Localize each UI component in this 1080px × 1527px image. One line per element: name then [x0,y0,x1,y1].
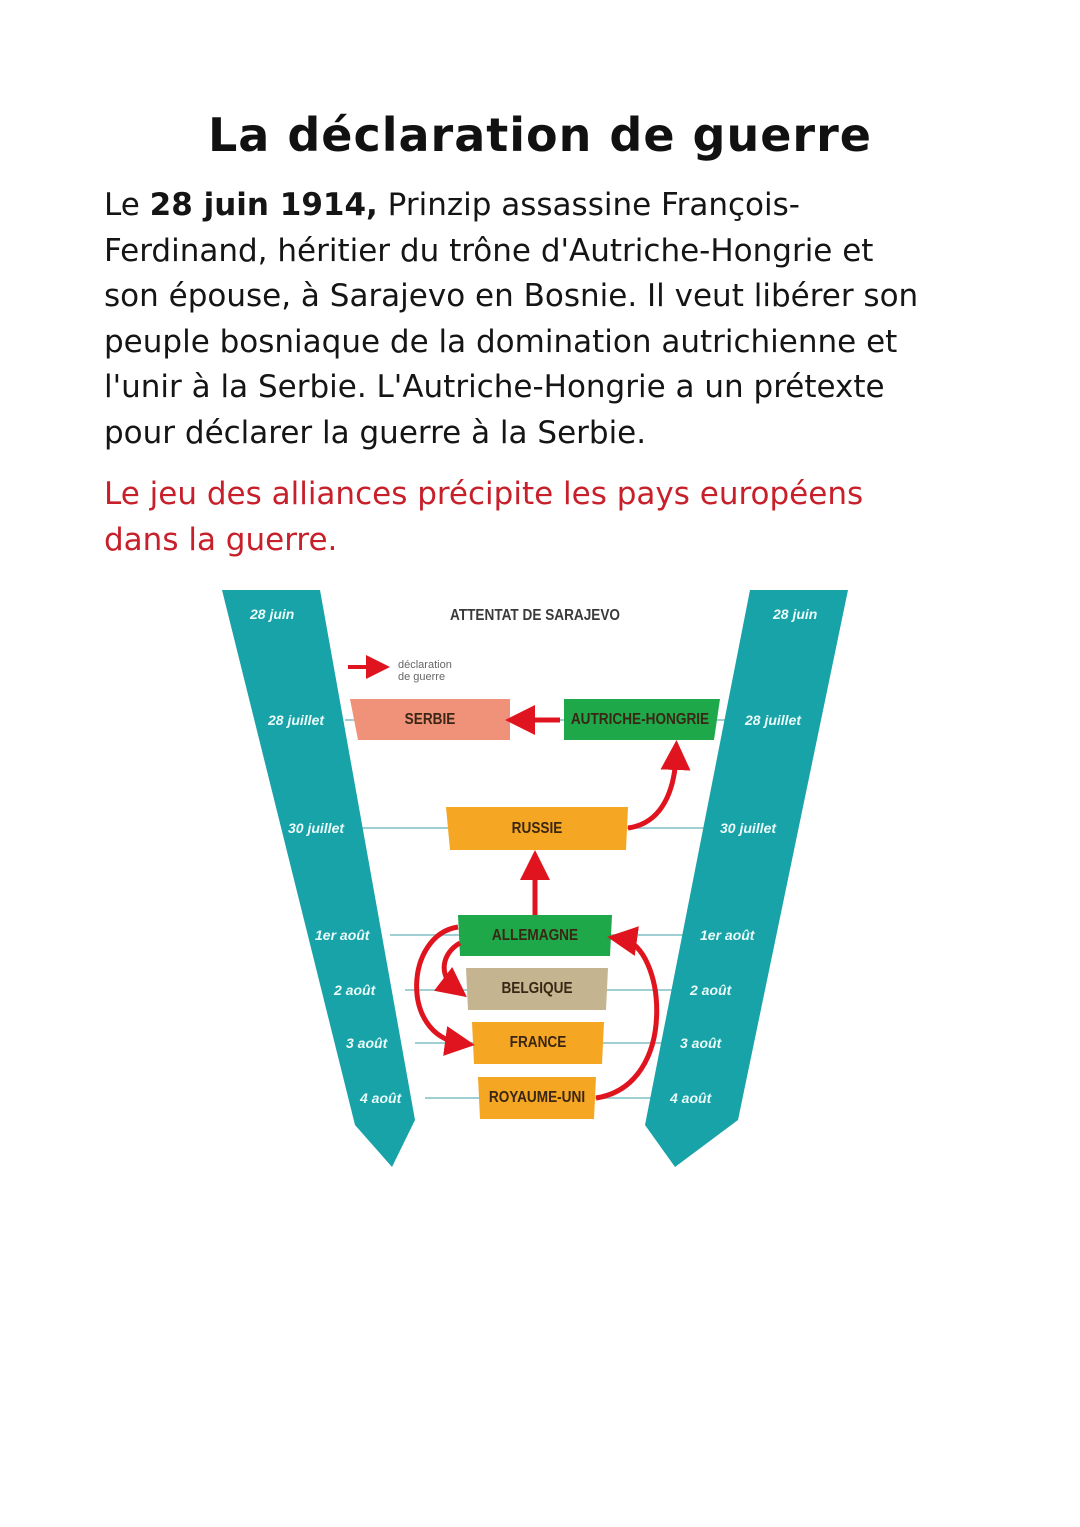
country-label-autriche-hongrie: AUTRICHE-HONGRIE [570,710,710,728]
box-serbie [350,699,510,740]
legend-line: déclaration [398,659,452,671]
paragraph-line: l'unir à la Serbie. L'Autriche-Hongrie a… [104,369,885,405]
country-label-allemagne: ALLEMAGNE [491,926,579,944]
box-russie [446,807,628,850]
country-label-france: FRANCE [509,1034,567,1051]
alliances-timeline-diagram: ATTENTAT DE SARAJEVO déclaration de guer… [210,585,870,1175]
paragraph-line: peuple bosniaque de la domination autric… [104,323,898,360]
box-france [472,1022,604,1064]
box-allemagne [458,915,612,956]
date-highlight: 28 juin 1914, [149,187,378,223]
date-right: 1er août [700,927,755,943]
right-timeline-band [645,590,848,1167]
paragraph-line: Le 28 juin 1914, Prinzip assassine Franç… [104,183,984,229]
paragraph-prefix: Le [104,187,150,223]
intro-paragraph: Le 28 juin 1914, Prinzip assassine Franç… [104,183,984,456]
date-left: 4 août [360,1090,402,1106]
box-royaume-uni [478,1077,596,1119]
takeaway-line: Le jeu des alliances précipite les pays … [104,476,864,512]
page-title: La déclaration de guerre [207,108,872,162]
paragraph-line: Ferdinand, héritier du trône d'Autriche-… [104,232,874,269]
diagram-header: ATTENTAT DE SARAJEVO [450,607,621,624]
legend-label: déclaration de guerre [398,659,452,683]
date-left: 2 août [334,982,376,998]
diagram-graphics [222,590,848,1167]
country-label-russie: RUSSIE [511,819,563,837]
country-label-serbie: SERBIE [404,710,456,728]
box-belgique [466,968,608,1010]
date-left: 28 juillet [268,712,325,728]
date-right: 28 juin [773,606,818,622]
date-right: 2 août [690,982,732,998]
paragraph-line: son épouse, à Sarajevo en Bosnie. Il veu… [104,278,919,314]
date-right: 3 août [680,1035,722,1051]
box-autriche [564,699,720,740]
takeaway-line: dans la guerre. [104,521,338,558]
date-left: 3 août [346,1035,388,1051]
date-left: 30 juillet [288,820,345,836]
date-right: 30 juillet [720,820,777,836]
date-left: 28 juin [250,606,295,622]
country-label-royaume-uni: ROYAUME-UNI [488,1089,586,1106]
legend-line: de guerre [398,671,446,683]
declaration-arrows [414,705,691,1101]
country-label-belgique: BELGIQUE [501,980,573,997]
date-left: 1er août [315,927,370,943]
paragraph-line: pour déclarer la guerre à la Serbie. [104,414,647,451]
date-right: 4 août [670,1090,712,1106]
date-right: 28 juillet [745,712,802,728]
paragraph-text: Prinzip assassine François- [377,187,800,223]
key-takeaway: Le jeu des alliances précipite les pays … [104,472,984,563]
left-timeline-band [222,590,415,1167]
